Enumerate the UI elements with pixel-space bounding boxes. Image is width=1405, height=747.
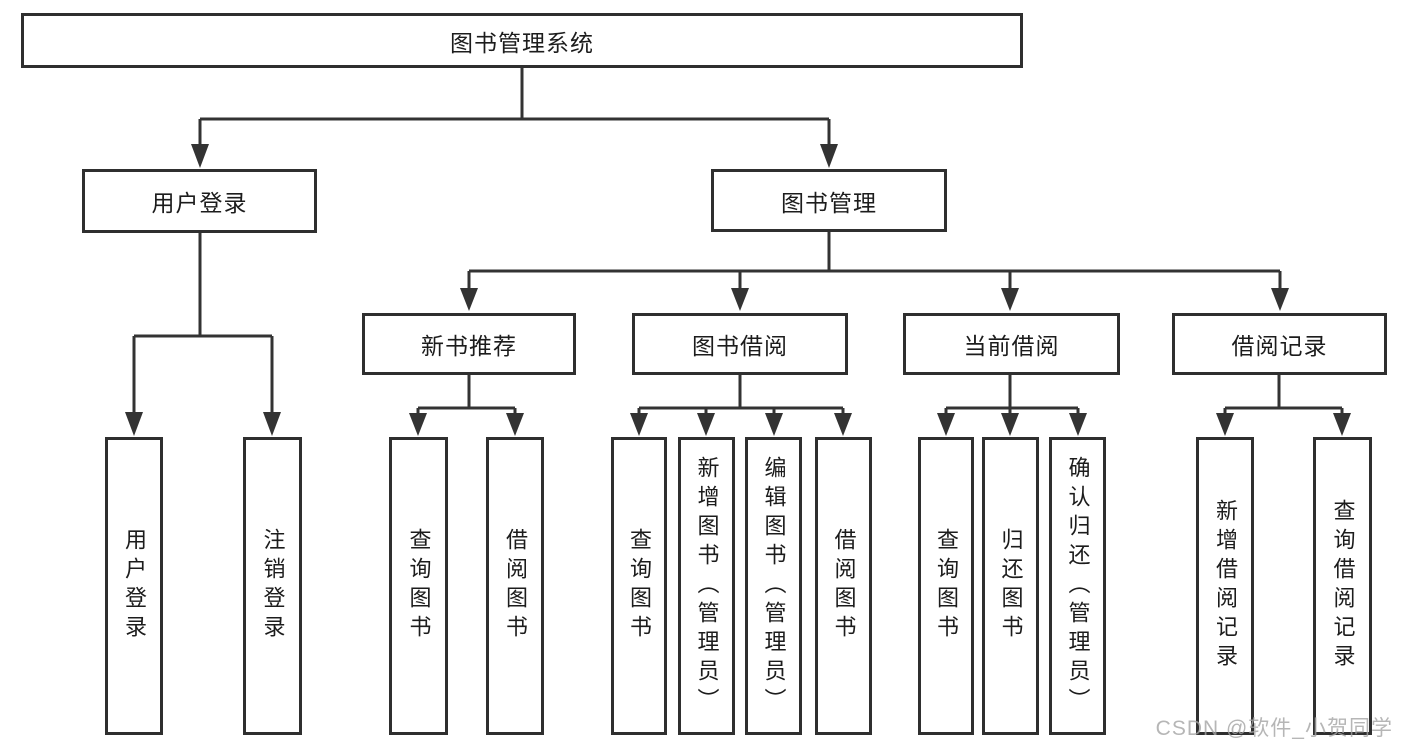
connector-book-borrow-to-leaves [630, 375, 852, 436]
arrowhead [731, 288, 749, 311]
leaf-borrow-record-query: 查询借阅记录 [1313, 437, 1372, 735]
arrowhead [506, 413, 524, 436]
leaf-book-borrow-borrow-books: 借阅图书 [815, 437, 872, 735]
node-current-borrow: 当前借阅 [903, 313, 1120, 375]
node-borrow-records: 借阅记录 [1172, 313, 1387, 375]
leaf-current-borrow-confirm-return-admin: 确认归还（管理员） [1049, 437, 1106, 735]
node-new-book-recommend: 新书推荐 [362, 313, 576, 375]
leaf-current-borrow-query-books: 查询图书 [918, 437, 974, 735]
arrowhead [834, 413, 852, 436]
leaf-new-book-borrow-books: 借阅图书 [486, 437, 544, 735]
arrowhead [1001, 288, 1019, 311]
arrowhead [263, 412, 281, 436]
leaf-book-borrow-query-books: 查询图书 [611, 437, 667, 735]
arrowhead [937, 413, 955, 436]
leaf-current-borrow-return-books: 归还图书 [982, 437, 1039, 735]
root-node-library-management-system: 图书管理系统 [21, 13, 1023, 68]
leaf-borrow-record-add: 新增借阅记录 [1196, 437, 1254, 735]
leaf-user-login: 用户登录 [105, 437, 163, 735]
arrowhead [1216, 413, 1234, 436]
leaf-logout: 注销登录 [243, 437, 302, 735]
leaf-book-borrow-add-books-admin: 新增图书（管理员） [678, 437, 735, 735]
arrowhead [409, 413, 427, 436]
arrowhead [125, 412, 143, 436]
arrowhead [191, 144, 209, 168]
csdn-watermark: CSDN @软件_小贺同学 [1155, 717, 1393, 740]
connector-new-book-to-leaves [409, 375, 524, 436]
arrowhead [697, 413, 715, 436]
arrowhead [765, 413, 783, 436]
connector-user-login-to-leaves [125, 233, 281, 436]
arrowhead [1271, 288, 1289, 311]
arrowhead [630, 413, 648, 436]
node-user-login: 用户登录 [82, 169, 317, 233]
arrowhead [460, 288, 478, 311]
node-book-borrow: 图书借阅 [632, 313, 848, 375]
arrowhead [1001, 413, 1019, 436]
arrowhead [1333, 413, 1351, 436]
connector-root-to-level2 [191, 68, 838, 168]
connector-book-management-to-level3 [460, 232, 1289, 311]
arrowhead [1069, 413, 1087, 436]
connector-borrow-record-to-leaves [1216, 375, 1351, 436]
leaf-new-book-query-books: 查询图书 [389, 437, 448, 735]
leaf-book-borrow-edit-books-admin: 编辑图书（管理员） [745, 437, 802, 735]
arrowhead [820, 144, 838, 168]
connector-current-borrow-to-leaves [937, 375, 1087, 436]
node-book-management: 图书管理 [711, 169, 947, 232]
